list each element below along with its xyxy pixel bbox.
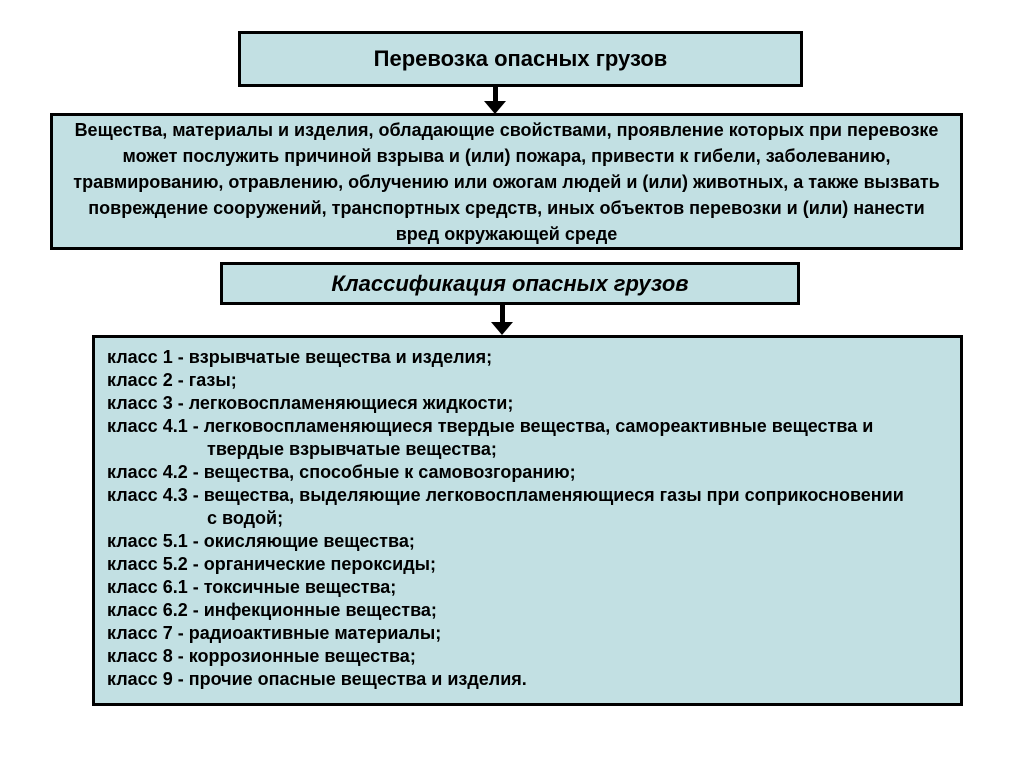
arrow-stem (499, 305, 505, 323)
list-item: класс 4.2 - вещества, способные к самово… (107, 462, 576, 482)
classification-title-box: Классификация опасных грузов (220, 262, 800, 305)
list-item: класс 8 - коррозионные вещества; (107, 646, 416, 666)
list-item: класс 3 - легковоспламеняющиеся жидкости… (107, 393, 514, 413)
title-box: Перевозка опасных грузов (238, 31, 803, 87)
list-item: класс 5.2 - органические пероксиды; (107, 554, 436, 574)
arrow-head (491, 322, 513, 335)
list-item: класс 9 - прочие опасные вещества и изде… (107, 669, 527, 689)
definition-text: Вещества, материалы и изделия, обладающи… (73, 119, 940, 244)
classification-title-text: Классификация опасных грузов (331, 270, 689, 296)
list-item: класс 7 - радиоактивные материалы; (107, 623, 442, 643)
title-text: Перевозка опасных грузов (373, 46, 668, 71)
list-item: класс 6.1 - токсичные вещества; (107, 577, 397, 597)
list-item: класс 4.1 - легковоспламеняющиеся тверды… (107, 416, 874, 459)
down-arrow-icon (484, 87, 506, 114)
definition-box: Вещества, материалы и изделия, обладающи… (50, 113, 963, 250)
list-item: класс 4.3 - вещества, выделяющие легково… (107, 485, 904, 528)
list-item: класс 5.1 - окисляющие вещества; (107, 531, 415, 551)
list-item: класс 6.2 - инфекционные вещества; (107, 600, 437, 620)
classes-box: класс 1 - взрывчатые вещества и изделия;… (92, 335, 963, 706)
arrow-stem (492, 87, 498, 102)
down-arrow-icon (491, 305, 513, 335)
list-item: класс 1 - взрывчатые вещества и изделия; (107, 347, 493, 367)
arrow-head (484, 101, 506, 114)
class-list: класс 1 - взрывчатые вещества и изделия;… (107, 346, 950, 691)
list-item: класс 2 - газы; (107, 370, 237, 390)
